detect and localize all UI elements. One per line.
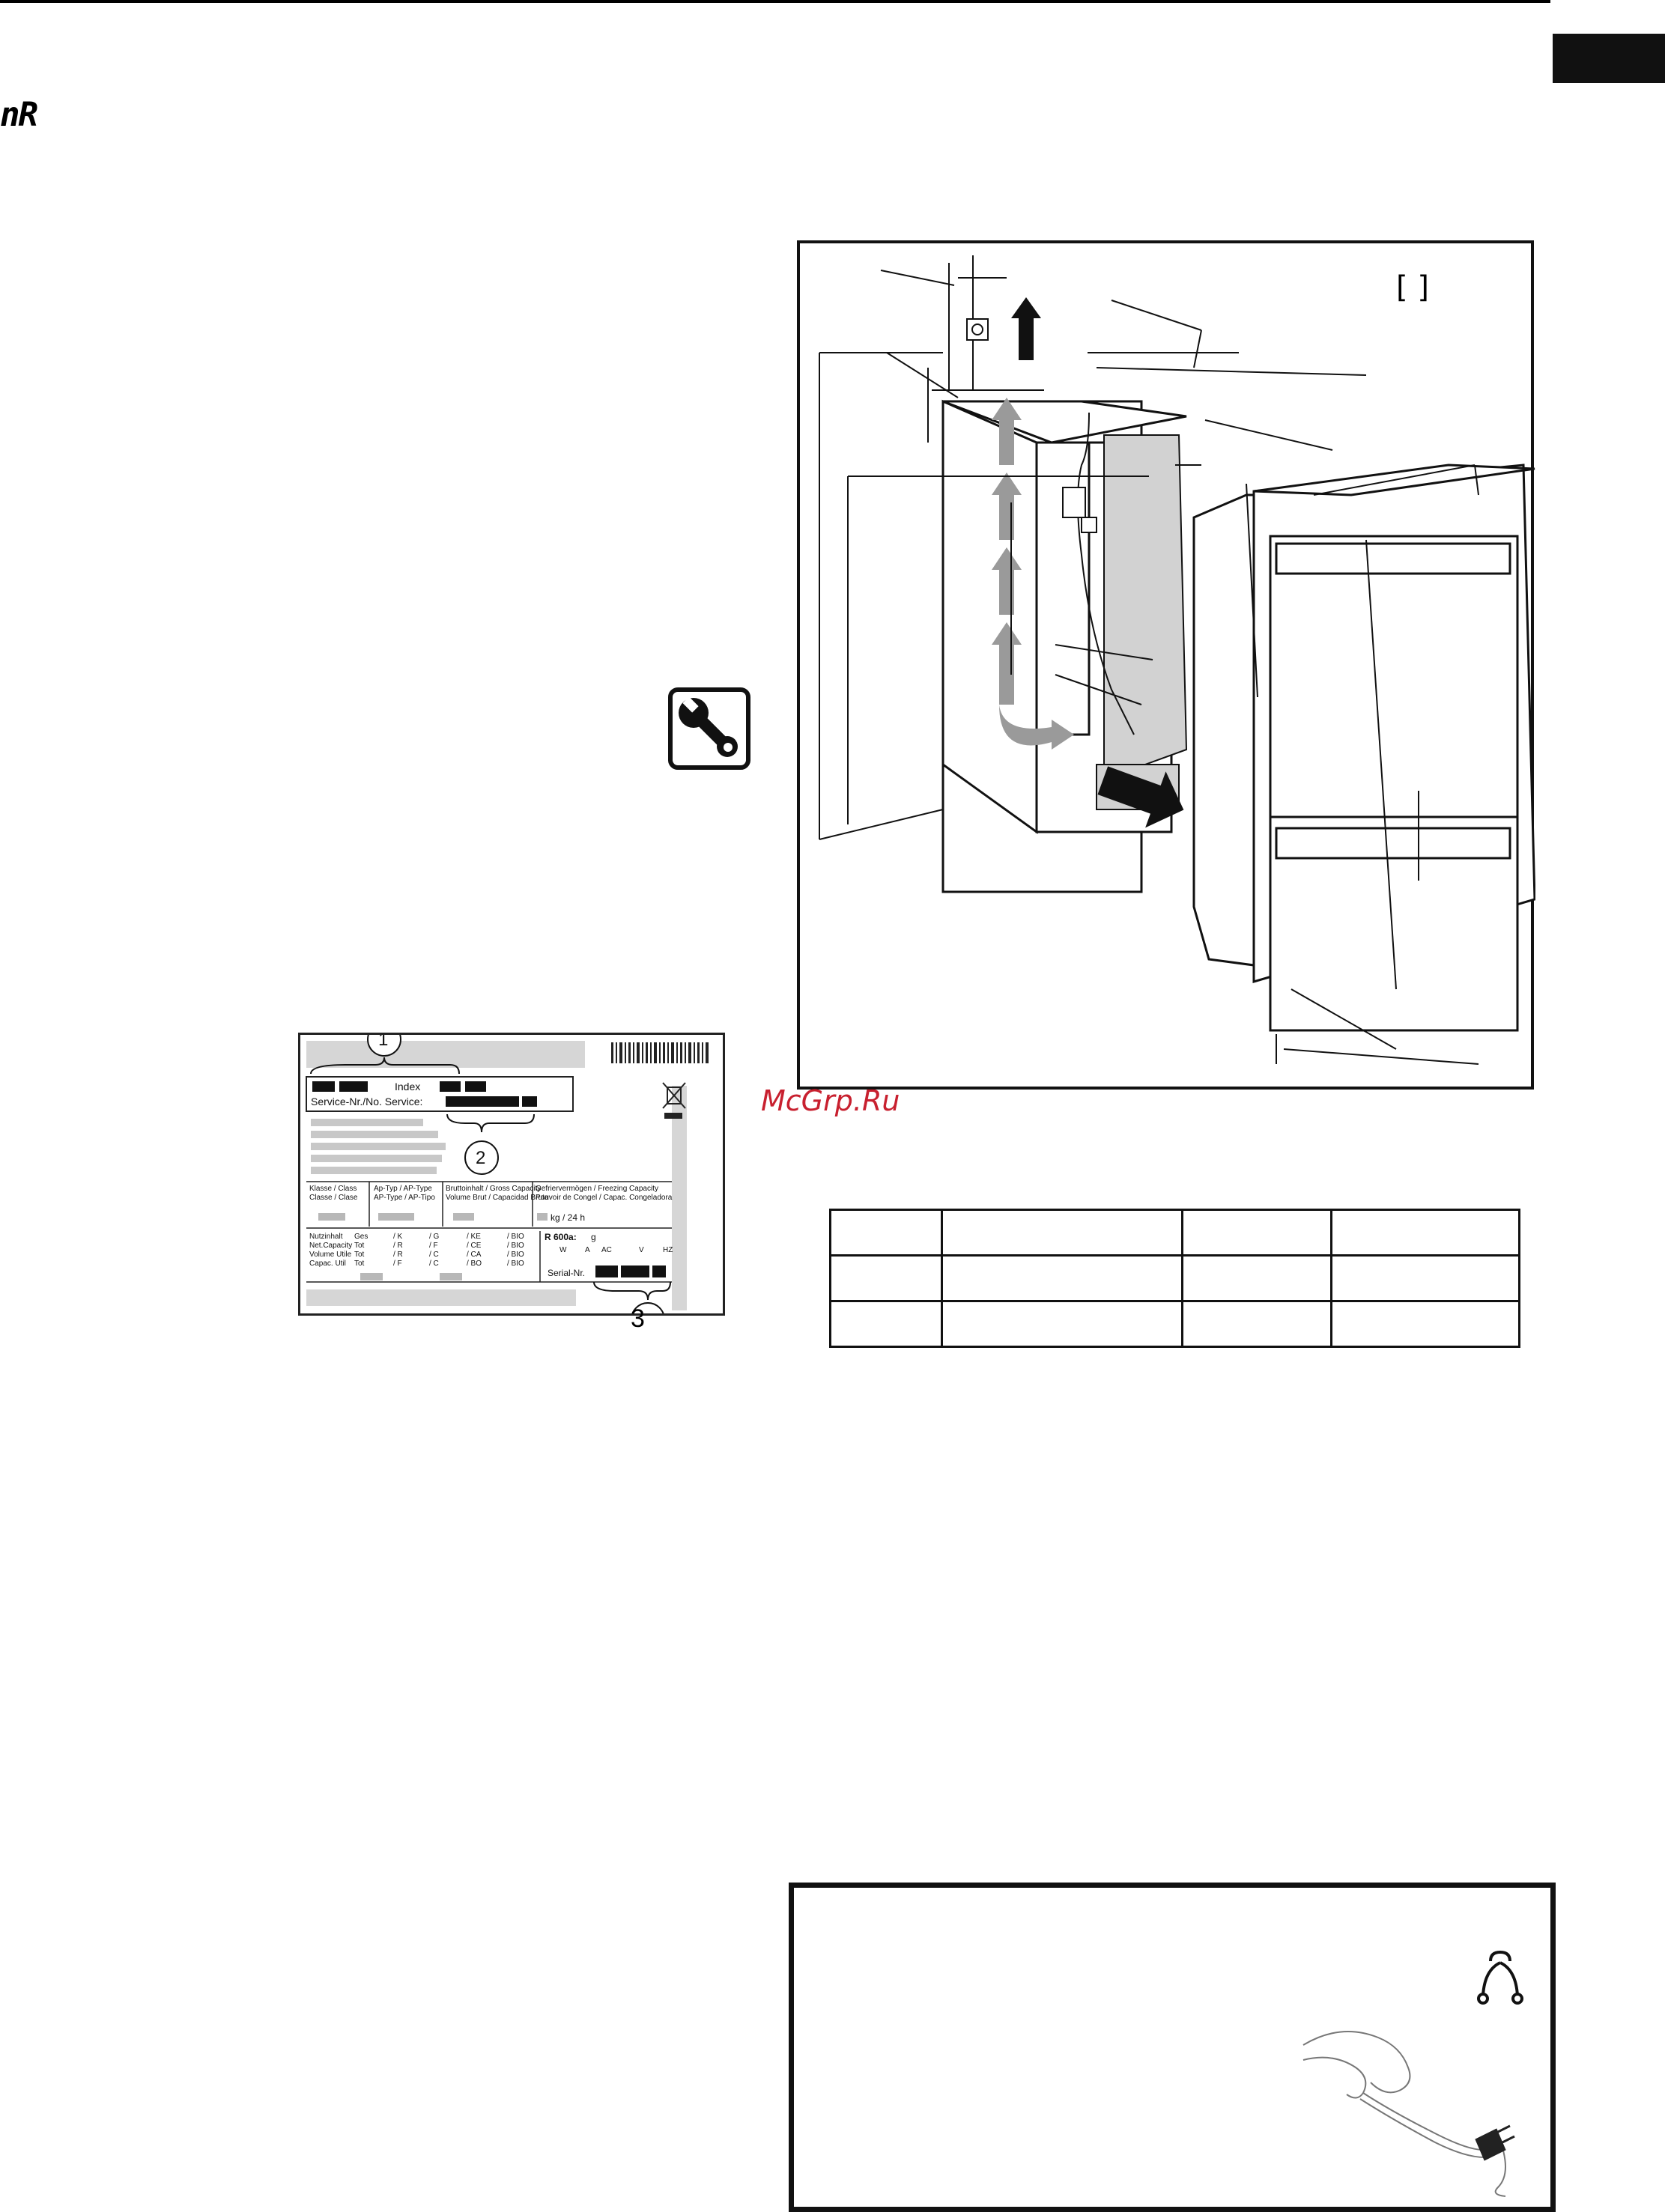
table-row — [829, 1254, 1520, 1302]
svg-text:/ G: / G — [429, 1233, 440, 1241]
hand-plug-icon — [1302, 2031, 1515, 2197]
svg-text:/ F: / F — [393, 1260, 402, 1268]
svg-text:/ CA: / CA — [467, 1251, 482, 1259]
svg-text:Bruttoinhalt / Gross Capacity: Bruttoinhalt / Gross Capacity — [446, 1185, 541, 1193]
svg-text:Net.Capacity: Net.Capacity — [309, 1242, 352, 1250]
notice-box — [789, 1883, 1556, 2212]
svg-text:Volume Utile: Volume Utile — [309, 1251, 352, 1259]
svg-text:/ CE: / CE — [467, 1242, 482, 1250]
svg-text:Ap-Typ / AP-Type: Ap-Typ / AP-Type — [374, 1185, 432, 1193]
svg-text:/ R: / R — [393, 1251, 403, 1259]
svg-text:/ K: / K — [393, 1233, 403, 1241]
svg-text:Classe / Clase: Classe / Clase — [309, 1194, 358, 1202]
watermark: McGrp.Ru — [761, 1084, 900, 1117]
svg-text:/ BO: / BO — [467, 1260, 482, 1268]
language-tab — [1553, 34, 1665, 83]
callout-3: 3 — [631, 1304, 645, 1333]
svg-text:Tot: Tot — [354, 1251, 365, 1259]
svg-text:Gefriervermögen / Freezing Cap: Gefriervermögen / Freezing Capacity — [536, 1185, 658, 1193]
svg-text:/ BIO: / BIO — [507, 1251, 524, 1259]
wrench-icon — [668, 687, 750, 770]
table-row — [829, 1300, 1520, 1348]
installation-figure: [ ] — [797, 240, 1535, 1090]
svg-text:HZ: HZ — [663, 1246, 673, 1254]
svg-text:g: g — [591, 1232, 596, 1242]
svg-text:kg / 24 h: kg / 24 h — [551, 1212, 585, 1223]
svg-text:Ges: Ges — [354, 1233, 368, 1241]
svg-text:/ KE: / KE — [467, 1233, 481, 1241]
rating-plate: Index Service-Nr./No. Service: 1 2 Klass… — [298, 1033, 725, 1316]
svg-text:/ F: / F — [429, 1242, 438, 1250]
svg-text:Volume Brut / Capacidad Bruta: Volume Brut / Capacidad Bruta — [446, 1194, 549, 1202]
svg-text:Tot: Tot — [354, 1260, 365, 1268]
svg-text:AC: AC — [601, 1246, 612, 1254]
spec-table — [829, 1209, 1520, 1348]
svg-text:Service-Nr./No. Service:: Service-Nr./No. Service: — [311, 1096, 422, 1107]
svg-text:R 600a:: R 600a: — [545, 1232, 577, 1242]
svg-text:/ BIO: / BIO — [507, 1242, 524, 1250]
svg-text:/ C: / C — [429, 1260, 439, 1268]
svg-text:Nutzinhalt: Nutzinhalt — [309, 1233, 343, 1241]
figure-bracket-label: [ ] — [1396, 270, 1429, 305]
svg-text:2: 2 — [476, 1148, 485, 1168]
plug-icon — [1477, 1951, 1523, 2005]
svg-text:Pouvoir de Congel / Capac. Con: Pouvoir de Congel / Capac. Congeladora — [536, 1194, 673, 1202]
svg-text:Capac. Util: Capac. Util — [309, 1260, 346, 1268]
svg-text:V: V — [639, 1246, 644, 1254]
table-row — [829, 1209, 1520, 1257]
svg-text:W: W — [559, 1246, 567, 1254]
svg-text:/ C: / C — [429, 1251, 439, 1259]
svg-text:Index: Index — [395, 1081, 420, 1093]
svg-text:/ R: / R — [393, 1242, 403, 1250]
svg-text:A: A — [585, 1246, 590, 1254]
svg-text:AP-Type / AP-Tipo: AP-Type / AP-Tipo — [374, 1194, 435, 1202]
svg-text:/ BIO: / BIO — [507, 1260, 524, 1268]
svg-text:Tot: Tot — [354, 1242, 365, 1250]
svg-text:/ BIO: / BIO — [507, 1233, 524, 1241]
svg-text:Serial-Nr.: Serial-Nr. — [548, 1268, 585, 1278]
svg-text:Klasse / Class: Klasse / Class — [309, 1185, 357, 1193]
svg-text:1: 1 — [378, 1035, 388, 1050]
display-symbol: nR — [0, 96, 38, 134]
top-rule — [0, 0, 1550, 3]
